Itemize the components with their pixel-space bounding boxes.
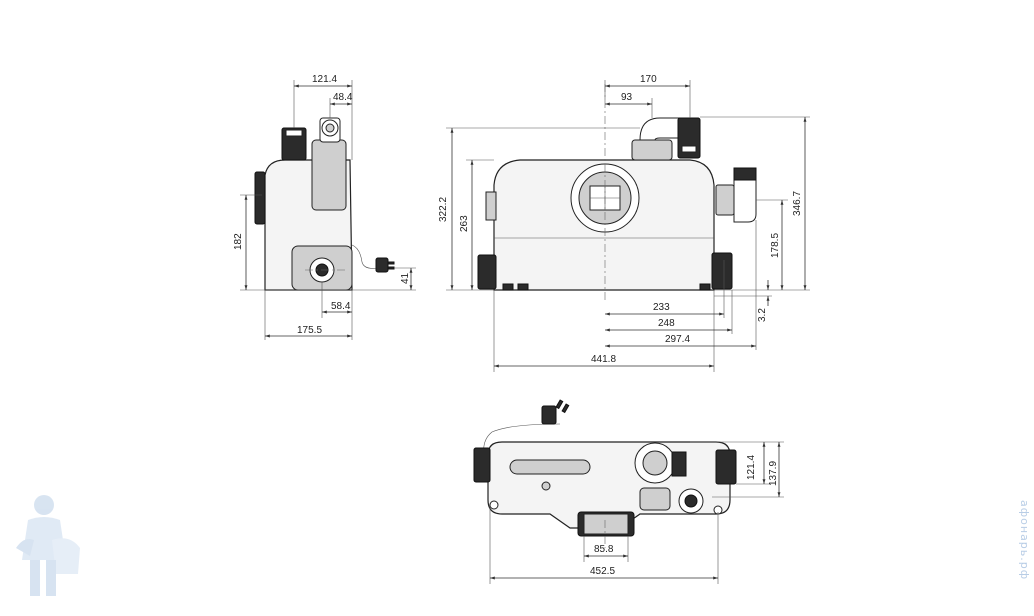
dim-top-bottom-total: 452.5	[590, 566, 615, 577]
side-view: 121.4 48.4 182 41 58.4 175.5	[233, 74, 416, 340]
dim-side-bottom-width: 175.5	[297, 325, 322, 336]
top-view-dimensions: 121.4 137.9 85.8 452.5	[489, 441, 784, 584]
dim-side-left-height: 182	[233, 233, 244, 250]
dim-front-right-height-inner: 178.5	[770, 233, 781, 258]
dim-top-bottom-port: 85.8	[594, 544, 614, 555]
dim-front-left-height-inner: 263	[459, 215, 470, 232]
top-view: 121.4 137.9 85.8 452.5	[473, 399, 784, 584]
dim-front-bottom-233: 233	[653, 302, 670, 313]
side-view-dimensions: 121.4 48.4 182 41 58.4 175.5	[233, 74, 416, 340]
dim-front-bottom-297: 297.4	[665, 334, 690, 345]
dim-top-right-inner: 121.4	[746, 455, 757, 480]
dim-side-bottom-offset: 58.4	[331, 301, 351, 312]
top-view-pump-body	[473, 399, 737, 548]
front-view: 170 93 322.2 263 346.7 178.5 3.2	[438, 74, 810, 372]
dim-front-right-small: 3.2	[757, 308, 768, 322]
dim-side-right-height: 41	[400, 272, 411, 284]
dim-front-top-width: 170	[640, 74, 657, 85]
dim-side-top-offset: 48.4	[333, 92, 353, 103]
dim-front-bottom-total: 441.8	[591, 354, 616, 365]
dim-front-bottom-248: 248	[658, 318, 675, 329]
dim-side-top-width: 121.4	[312, 74, 337, 85]
front-view-pump-body	[477, 84, 757, 300]
dim-front-left-height-outer: 322.2	[438, 197, 449, 222]
dim-top-right-outer: 137.9	[768, 461, 779, 486]
side-view-pump-body	[254, 117, 395, 291]
front-view-dimensions: 170 93 322.2 263 346.7 178.5 3.2	[438, 74, 810, 372]
watermark-text: афонарь.рф	[1018, 500, 1031, 580]
plumber-mascot-icon	[16, 495, 80, 596]
dim-front-right-height-outer: 346.7	[792, 191, 803, 216]
dim-front-top-offset: 93	[621, 92, 633, 103]
